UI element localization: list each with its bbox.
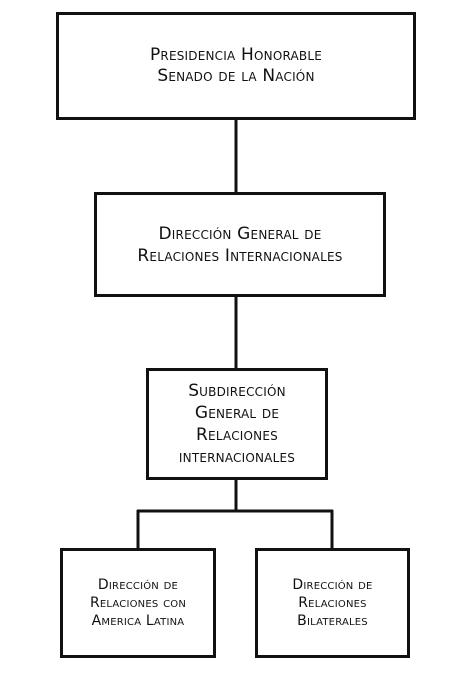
direccion-general-box: Dirección General de Relaciones Internac… [94, 192, 386, 297]
america-latina-box: Dirección de Relaciones con America Lati… [60, 548, 216, 658]
direccion-general-label: Dirección General de Relaciones Internac… [137, 223, 343, 266]
presidencia-box: Presidencia Honorable Senado de la Nació… [56, 12, 416, 120]
subdireccion-box: Subdirección General de Relaciones inter… [146, 368, 328, 480]
bilaterales-box: Dirección de Relaciones Bilaterales [255, 548, 410, 658]
bilaterales-label: Dirección de Relaciones Bilaterales [292, 577, 373, 629]
presidencia-label: Presidencia Honorable Senado de la Nació… [149, 45, 323, 86]
america-latina-label: Dirección de Relaciones con America Lati… [89, 577, 187, 629]
subdireccion-label: Subdirección General de Relaciones inter… [178, 381, 296, 467]
